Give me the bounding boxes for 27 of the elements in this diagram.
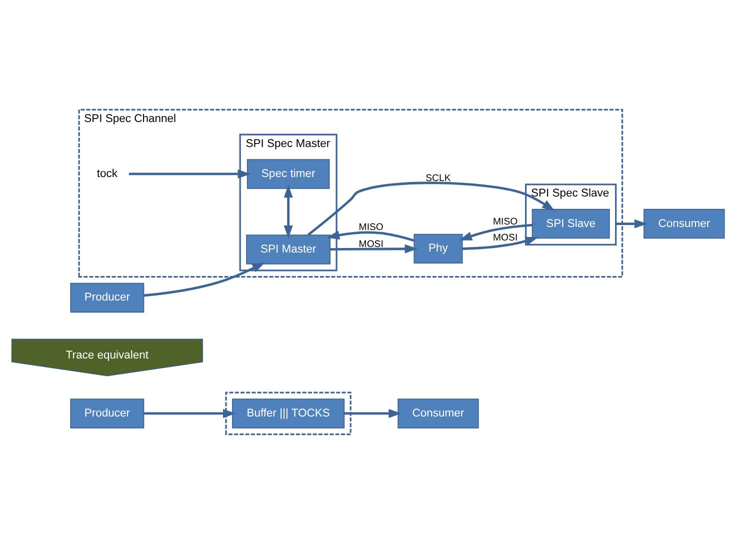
- cluster: [225, 391, 352, 435]
- arrow: [144, 262, 266, 296]
- edge-label: MISO: [493, 216, 518, 227]
- node-box: Spec timer: [246, 158, 330, 188]
- node-box: Buffer ||| TOCKS: [232, 398, 345, 428]
- arrow: [307, 181, 555, 236]
- node-box: Producer: [70, 282, 144, 312]
- edge-label: MISO: [358, 221, 384, 232]
- node-box: Phy: [414, 233, 463, 264]
- node-box: SPI Slave: [532, 208, 610, 238]
- node-box: Consumer: [398, 398, 479, 428]
- node-box: SPI Master: [246, 234, 331, 264]
- node-box: Producer: [70, 398, 144, 428]
- edge-label: SCLK: [426, 172, 451, 184]
- node-text: tock: [96, 167, 118, 180]
- arrow: [284, 184, 293, 238]
- arrow: [330, 244, 418, 253]
- arrow: [326, 230, 414, 242]
- arrow: [144, 408, 236, 418]
- edge-label: MOSI: [493, 232, 518, 243]
- edge-label: MOSI: [358, 238, 384, 250]
- arrow: [344, 408, 402, 418]
- arrow: [462, 236, 538, 250]
- arrow: [616, 218, 648, 228]
- arrow: [128, 168, 251, 178]
- node-box: Consumer: [644, 208, 725, 238]
- arrow: [459, 223, 532, 240]
